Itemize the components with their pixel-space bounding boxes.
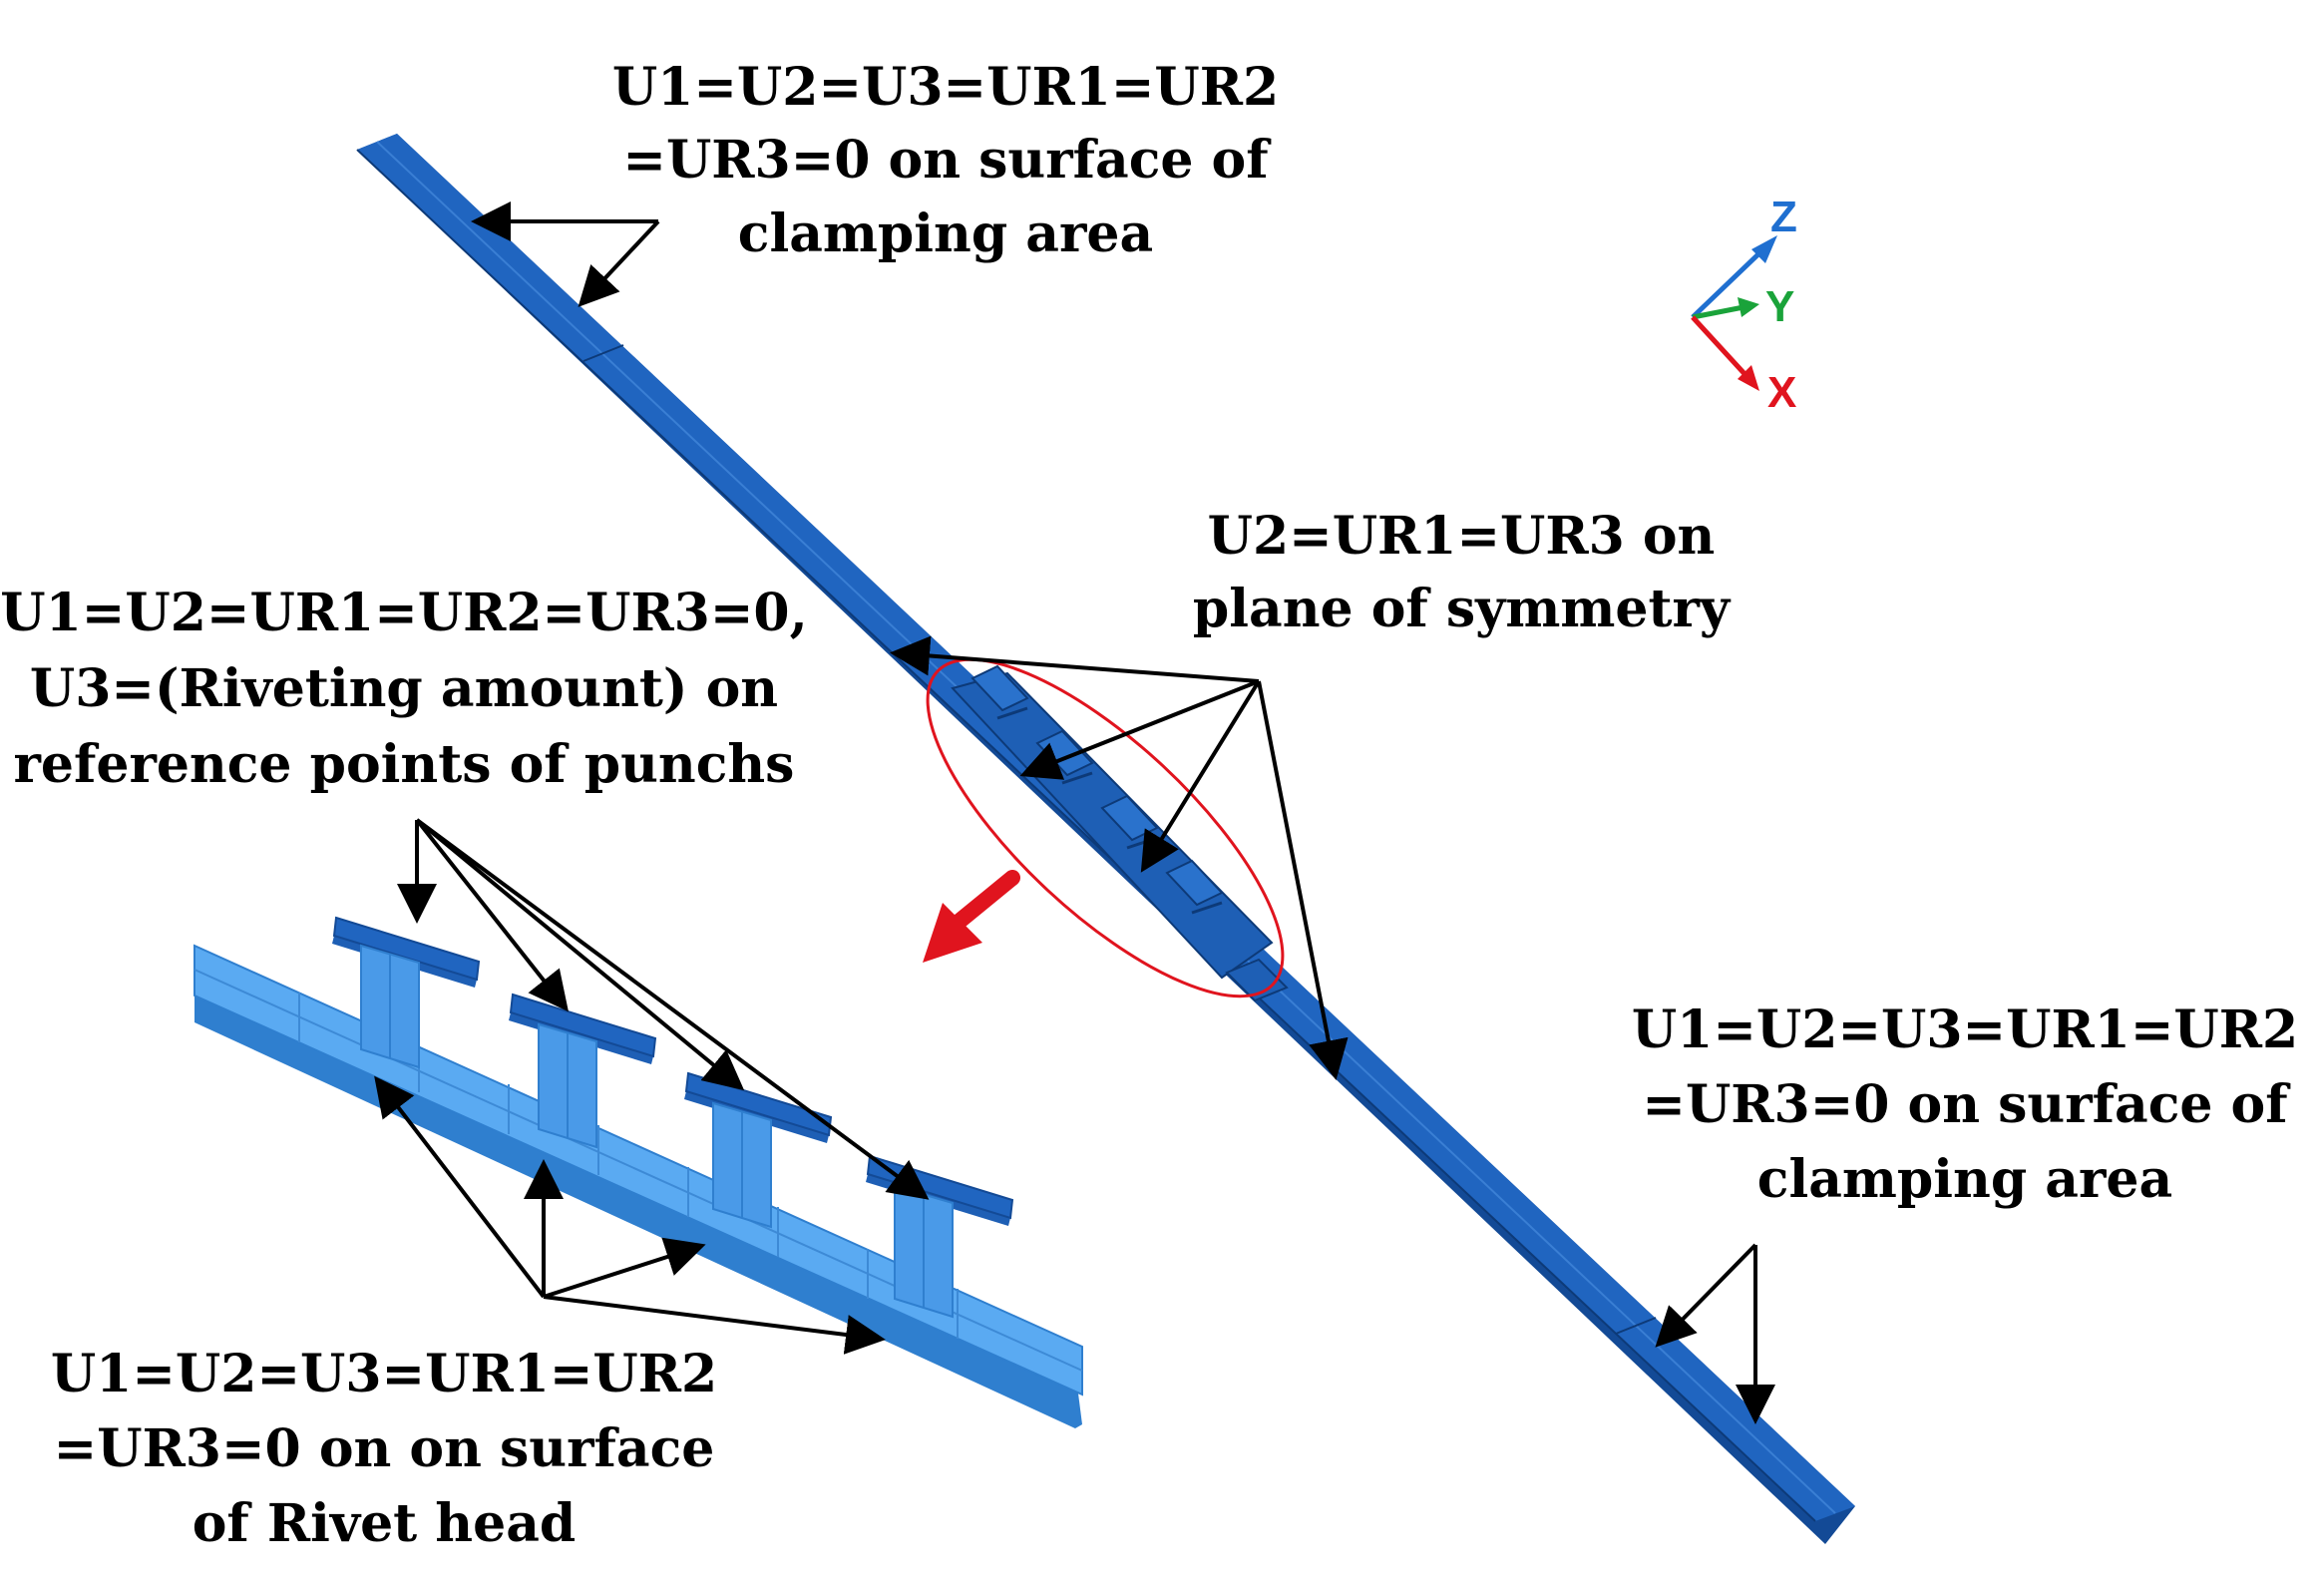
z-axis-label: Z (1770, 193, 1797, 241)
label-clamp-top: U1=U2=U3=UR1=UR2 =UR3=0 on surface of cl… (612, 57, 1279, 264)
label-clamp-top-line-3: clamping area (738, 203, 1153, 264)
x-axis-label: X (1767, 368, 1796, 417)
z-axis-line (1691, 247, 1765, 319)
label-symmetry-line-2: plane of symmetry (1193, 579, 1732, 639)
label-punch-reference: U1=U2=UR1=UR2=UR3=0, U3=(Riveting amount… (0, 583, 807, 795)
detail-rivet-1 (332, 916, 481, 1069)
label-clamp-top-line-2: =UR3=0 on surface of (622, 130, 1272, 191)
label-rivet-head-line-1: U1=U2=U3=UR1=UR2 (51, 1344, 717, 1404)
y-axis-label: Y (1765, 282, 1794, 331)
label-punch-line-1: U1=U2=UR1=UR2=UR3=0, (0, 583, 807, 643)
label-symmetry-line-1: U2=UR1=UR3 on (1208, 506, 1716, 567)
highlight-ellipse (926, 657, 1285, 998)
label-clamp-bottom-line-2: =UR3=0 on surface of (1642, 1074, 2291, 1135)
label-clamp-bottom-line-1: U1=U2=U3=UR1=UR2 (1632, 999, 2298, 1060)
leader-arrows (374, 201, 1775, 1424)
zoom-detail (194, 916, 1083, 1428)
label-punch-line-3: reference points of punchs (14, 734, 795, 795)
y-axis-line (1692, 304, 1744, 320)
label-rivet-head-line-2: =UR3=0 on on surface (54, 1418, 715, 1479)
x-axis-line (1691, 315, 1749, 379)
label-symmetry: U2=UR1=UR3 on plane of symmetry (1193, 506, 1732, 639)
label-punch-line-2: U3=(Riveting amount) on (30, 658, 778, 719)
label-clamp-bottom-line-3: clamping area (1757, 1149, 2172, 1210)
clamp-partition-bottom (1615, 1317, 1657, 1335)
clamp-partition-top (582, 344, 624, 362)
load-direction-arrow (923, 870, 1020, 963)
coordinate-triad: Z Y X (1691, 193, 1797, 417)
label-clamp-bottom: U1=U2=U3=UR1=UR2 =UR3=0 on surface of cl… (1632, 999, 2298, 1210)
label-rivet-head-line-3: of Rivet head (193, 1493, 577, 1554)
label-rivet-head: U1=U2=U3=UR1=UR2 =UR3=0 on on surface of… (51, 1344, 717, 1554)
label-clamp-top-line-1: U1=U2=U3=UR1=UR2 (612, 57, 1279, 118)
